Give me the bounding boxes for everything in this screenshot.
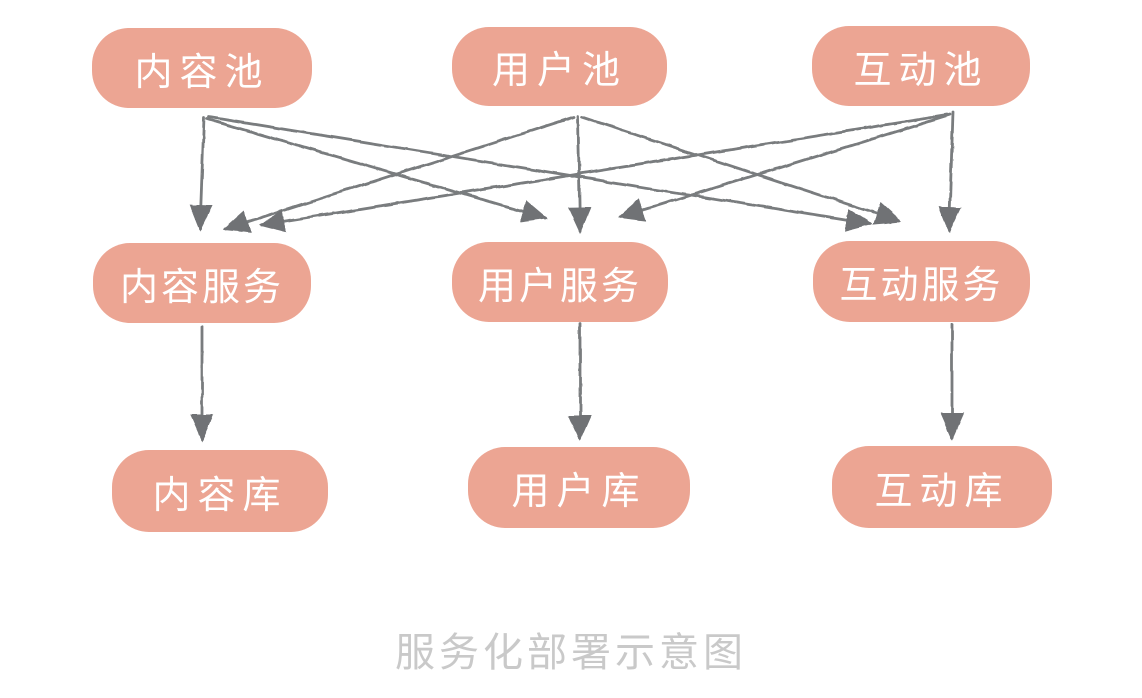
edge-user-pool-to-content-service [222, 115, 576, 233]
edge-interaction-pool-to-user-service [617, 113, 952, 222]
node-user-db: 用户库 [468, 447, 690, 528]
edge-user-pool-to-interaction-service [580, 115, 902, 225]
edge-content-pool-to-content-service [189, 116, 213, 232]
node-interaction-service: 互动服务 [813, 241, 1030, 322]
node-content-service: 内容服务 [93, 243, 311, 323]
node-content-pool: 内容池 [92, 28, 312, 108]
node-user-pool: 用户池 [452, 27, 667, 106]
diagram-caption: 服务化部署示意图 [395, 630, 747, 676]
node-interaction-pool: 互动池 [812, 26, 1030, 106]
edge-content-pool-to-user-service [205, 117, 549, 223]
node-interaction-db: 互动库 [832, 446, 1052, 528]
edge-content-pool-to-interaction-service [207, 115, 873, 232]
edge-interaction-pool-to-content-service [258, 113, 949, 233]
node-content-db: 内容库 [112, 450, 328, 532]
node-user-service: 用户服务 [452, 242, 668, 322]
edge-interaction-pool-to-interaction-service [938, 111, 962, 234]
edge-user-pool-to-user-service [567, 114, 592, 234]
